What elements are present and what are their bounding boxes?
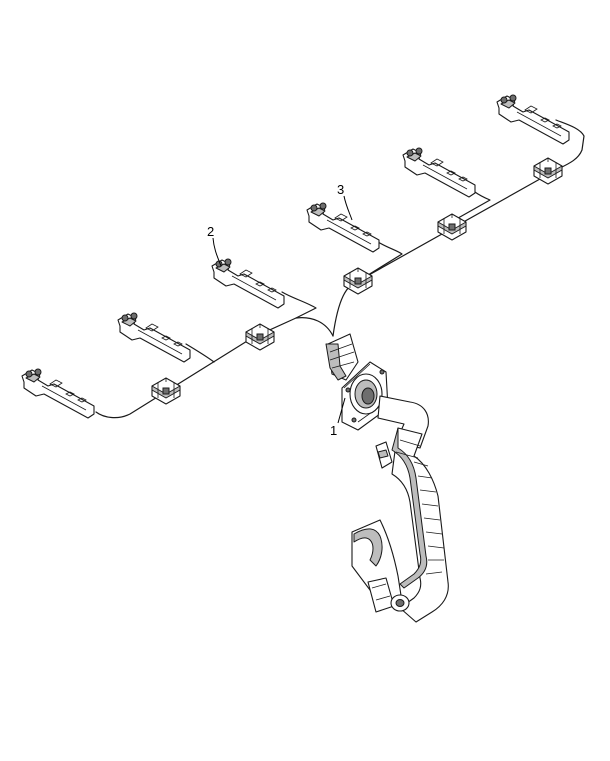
bulkhead-connector-icon	[341, 361, 389, 431]
connector-right-top	[496, 94, 570, 145]
callout-2: 2	[207, 224, 222, 267]
harness-wires	[95, 119, 585, 419]
callout-1: 1	[330, 397, 346, 438]
connector-right-middle	[402, 147, 476, 198]
harness-conduit	[375, 395, 449, 623]
callout-3-label: 3	[337, 182, 344, 197]
clip-left-upper	[245, 323, 275, 351]
clip-middle-right	[437, 213, 467, 241]
connector-3	[306, 202, 380, 253]
callout-3: 3	[337, 182, 353, 221]
connector-2	[211, 258, 285, 309]
callout-2-label: 2	[207, 224, 214, 239]
clip-middle	[343, 267, 373, 295]
mounting-bracket	[351, 519, 410, 613]
callout-1-label: 1	[330, 423, 337, 438]
connector-left-middle	[117, 312, 191, 363]
connector-left-bottom	[21, 368, 95, 419]
harness-sleeve	[325, 333, 359, 381]
clip-left-lower	[151, 377, 181, 405]
